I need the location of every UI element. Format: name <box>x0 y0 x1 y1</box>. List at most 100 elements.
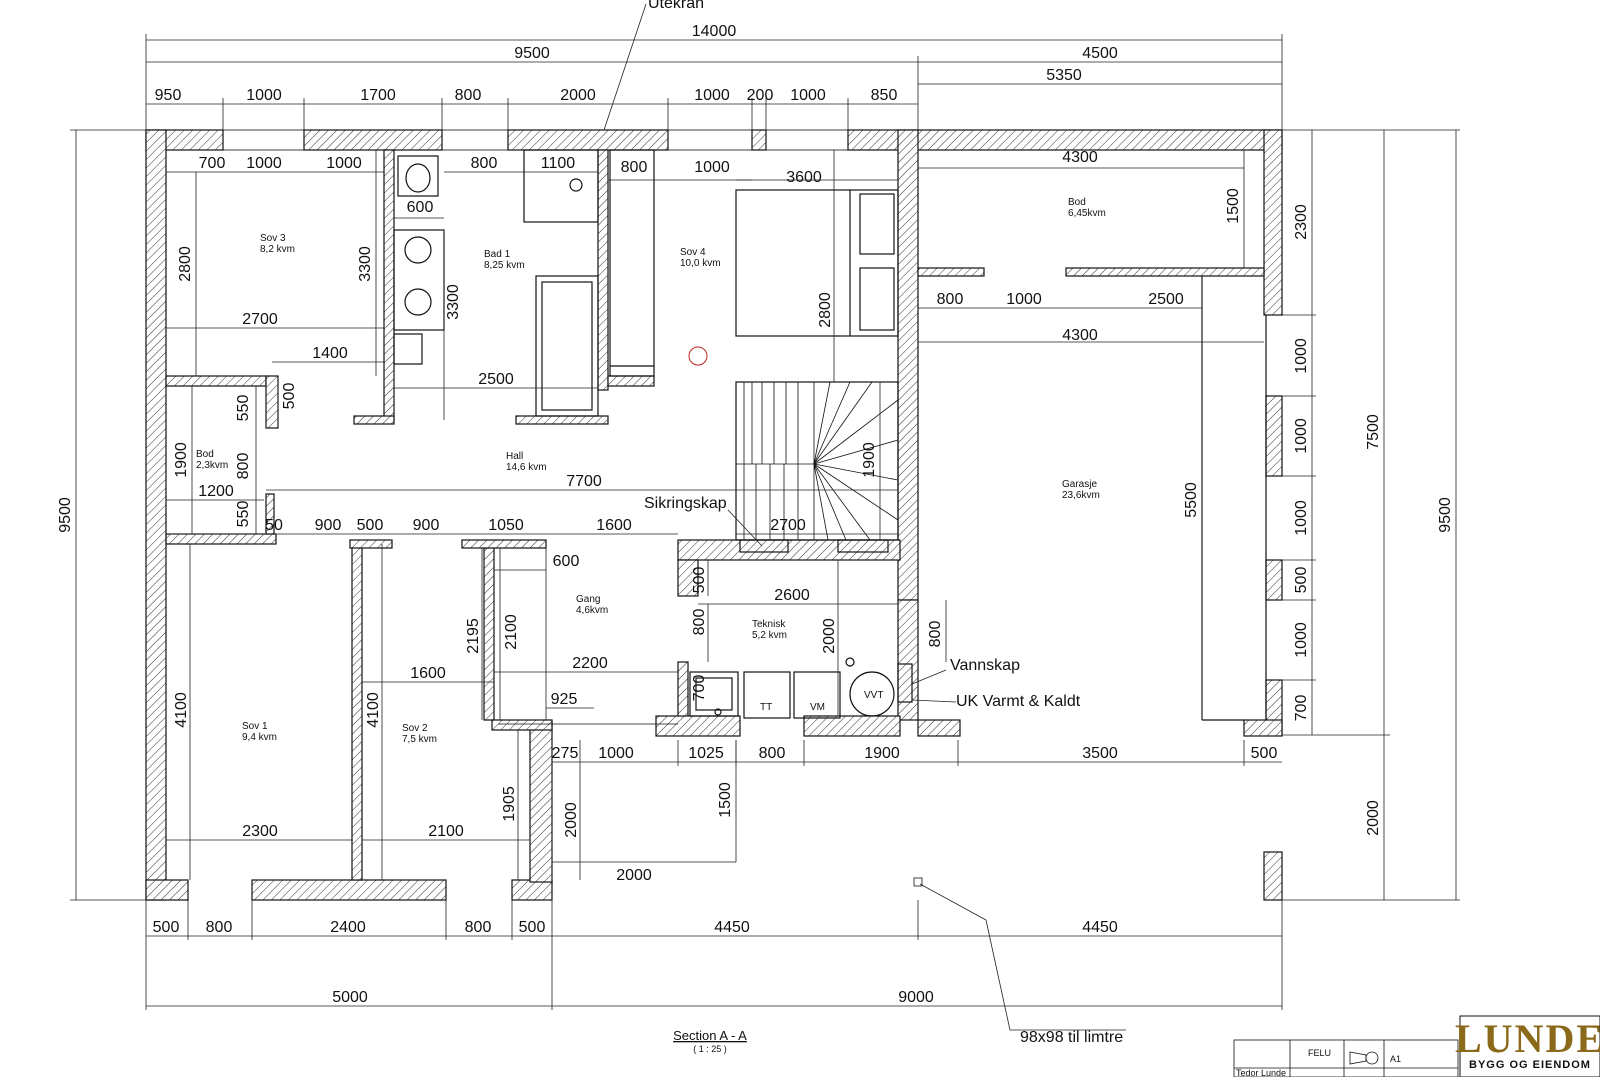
dim-right-2000: 2000 <box>1365 800 1382 836</box>
dim-i2500b: 2500 <box>1148 291 1184 308</box>
label-limtre: 98x98 til limtre <box>1020 1029 1123 1046</box>
room-sov1-name: Sov 1 <box>242 721 268 732</box>
dimension-text: 14000 9500 4500 5350 950 1000 1700 800 2… <box>57 23 1454 1006</box>
dim-b800b: 800 <box>465 919 492 936</box>
dim-i550a: 550 <box>235 395 252 422</box>
dim-i1200: 1200 <box>198 483 234 500</box>
company-logo: LUNDE BYGG OG EIENDOM <box>1455 1015 1600 1077</box>
section-title: Section A - A <box>673 1028 747 1043</box>
dim-i800b: 800 <box>621 159 648 176</box>
dim-i1900a: 1900 <box>173 442 190 478</box>
room-hall-area: 14,6 kvm <box>506 462 547 473</box>
wall-tek-left <box>677 559 699 597</box>
wall-hall-bottom <box>165 533 277 545</box>
dim-i1100: 1100 <box>541 155 576 172</box>
dim-m1600: 1600 <box>596 517 632 534</box>
dim-i700: 700 <box>199 155 226 172</box>
dim-i600a: 600 <box>407 199 434 216</box>
water-cabinet <box>897 663 913 703</box>
wall-bath-right <box>597 149 609 391</box>
room-sov1-area: 9,4 kvm <box>242 732 277 743</box>
dim-i550b: 550 <box>235 501 252 528</box>
dim-t1000c: 1000 <box>790 87 826 104</box>
dim-i2000a: 2000 <box>821 618 838 654</box>
fixtures <box>222 129 1267 725</box>
dim-i800c: 800 <box>937 291 964 308</box>
wall-bod-garage-2 <box>1065 267 1265 277</box>
wall-sov3-bottom <box>165 375 267 387</box>
dim-t1000a: 1000 <box>246 87 282 104</box>
dim-b500a: 500 <box>153 919 180 936</box>
wall-bod-garage-1 <box>917 267 985 277</box>
wall-bath-left <box>383 149 395 421</box>
wall-top-3 <box>507 129 669 151</box>
wall-garage-left <box>897 129 919 601</box>
dim-i2500a: 2500 <box>478 371 514 388</box>
wall-top-2 <box>303 129 443 151</box>
leaders <box>603 3 1126 1031</box>
dim-l275: 275 <box>552 745 579 762</box>
dim-top-5350: 5350 <box>1046 67 1082 84</box>
dim-i2600: 2600 <box>774 587 810 604</box>
dim-r700: 700 <box>1293 695 1310 722</box>
dim-r2300: 2300 <box>1293 204 1310 240</box>
dim-b2400: 2400 <box>330 919 366 936</box>
dim-top-total: 14000 <box>692 23 737 40</box>
titleblock-designer: FELU <box>1308 1048 1331 1058</box>
wall-left <box>145 129 167 901</box>
dim-i500a: 500 <box>281 383 298 410</box>
dim-b500b: 500 <box>519 919 546 936</box>
wall-top-4 <box>751 129 767 151</box>
dim-l1025: 1025 <box>688 745 724 762</box>
titleblock-sheet: A1 <box>1390 1054 1401 1064</box>
room-bod-small-name: Bod <box>196 449 214 460</box>
wall-bottom-2 <box>251 879 447 901</box>
dim-left-total: 9500 <box>57 497 74 533</box>
dim-i800d: 800 <box>235 453 252 480</box>
dim-i500b: 500 <box>691 567 708 594</box>
wall-tek-left2 <box>677 661 689 725</box>
label-vannskap: Vannskap <box>950 657 1020 674</box>
wall-right-a <box>1265 395 1283 477</box>
dim-t850: 850 <box>871 87 898 104</box>
dim-i1900b: 1900 <box>861 442 878 478</box>
walls <box>145 129 1283 901</box>
dim-right-9500: 9500 <box>1437 497 1454 533</box>
dim-i2100b: 2100 <box>428 823 464 840</box>
dim-t2000: 2000 <box>560 87 596 104</box>
staircase <box>735 381 899 541</box>
room-teknisk-area: 5,2 kvm <box>752 630 787 641</box>
room-sov3-area: 8,2 kvm <box>260 244 295 255</box>
room-bod-top-area: 6,45kvm <box>1068 208 1106 219</box>
shower <box>523 149 599 223</box>
room-gang-name: Gang <box>576 594 600 605</box>
dim-i1500b: 1500 <box>717 782 734 818</box>
wall-bottom-3 <box>511 879 553 901</box>
wall-garage-right-inner <box>1243 719 1283 737</box>
wall-tek-bottom-2 <box>803 715 901 737</box>
dim-i4300a: 4300 <box>1062 149 1098 166</box>
wall-sov2-right <box>483 547 495 721</box>
dim-i600b: 600 <box>553 553 580 570</box>
fixture-vvt: VVT <box>864 690 883 701</box>
label-utekran: Utekran <box>648 0 704 12</box>
wall-bath-bottom-1 <box>353 415 395 425</box>
room-hall-name: Hall <box>506 451 523 462</box>
logo-main: LUNDE <box>1455 1016 1600 1061</box>
room-bod-small-area: 2,3kvm <box>196 460 228 471</box>
projection-symbol-icon <box>1365 1051 1379 1065</box>
dim-m900a: 900 <box>315 517 342 534</box>
dim-r1000a: 1000 <box>1293 338 1310 374</box>
room-labels: Sov 3 8,2 kvm Bad 1 8,25 kvm Sov 4 10,0 … <box>196 197 1106 745</box>
dim-i2200: 2200 <box>572 655 608 672</box>
dim-i2700a: 2700 <box>242 311 278 328</box>
wall-tek-bottom-1 <box>655 715 741 737</box>
wall-bottom-1 <box>145 879 189 901</box>
dim-r1000b: 1000 <box>1293 418 1310 454</box>
wall-right-b <box>1265 559 1283 601</box>
wall-sov2-cap <box>461 539 547 549</box>
dim-i1000a: 1000 <box>246 155 282 172</box>
dim-m1050: 1050 <box>488 517 524 534</box>
dim-i3300a: 3300 <box>357 246 374 282</box>
dim-i2800a: 2800 <box>177 246 194 282</box>
